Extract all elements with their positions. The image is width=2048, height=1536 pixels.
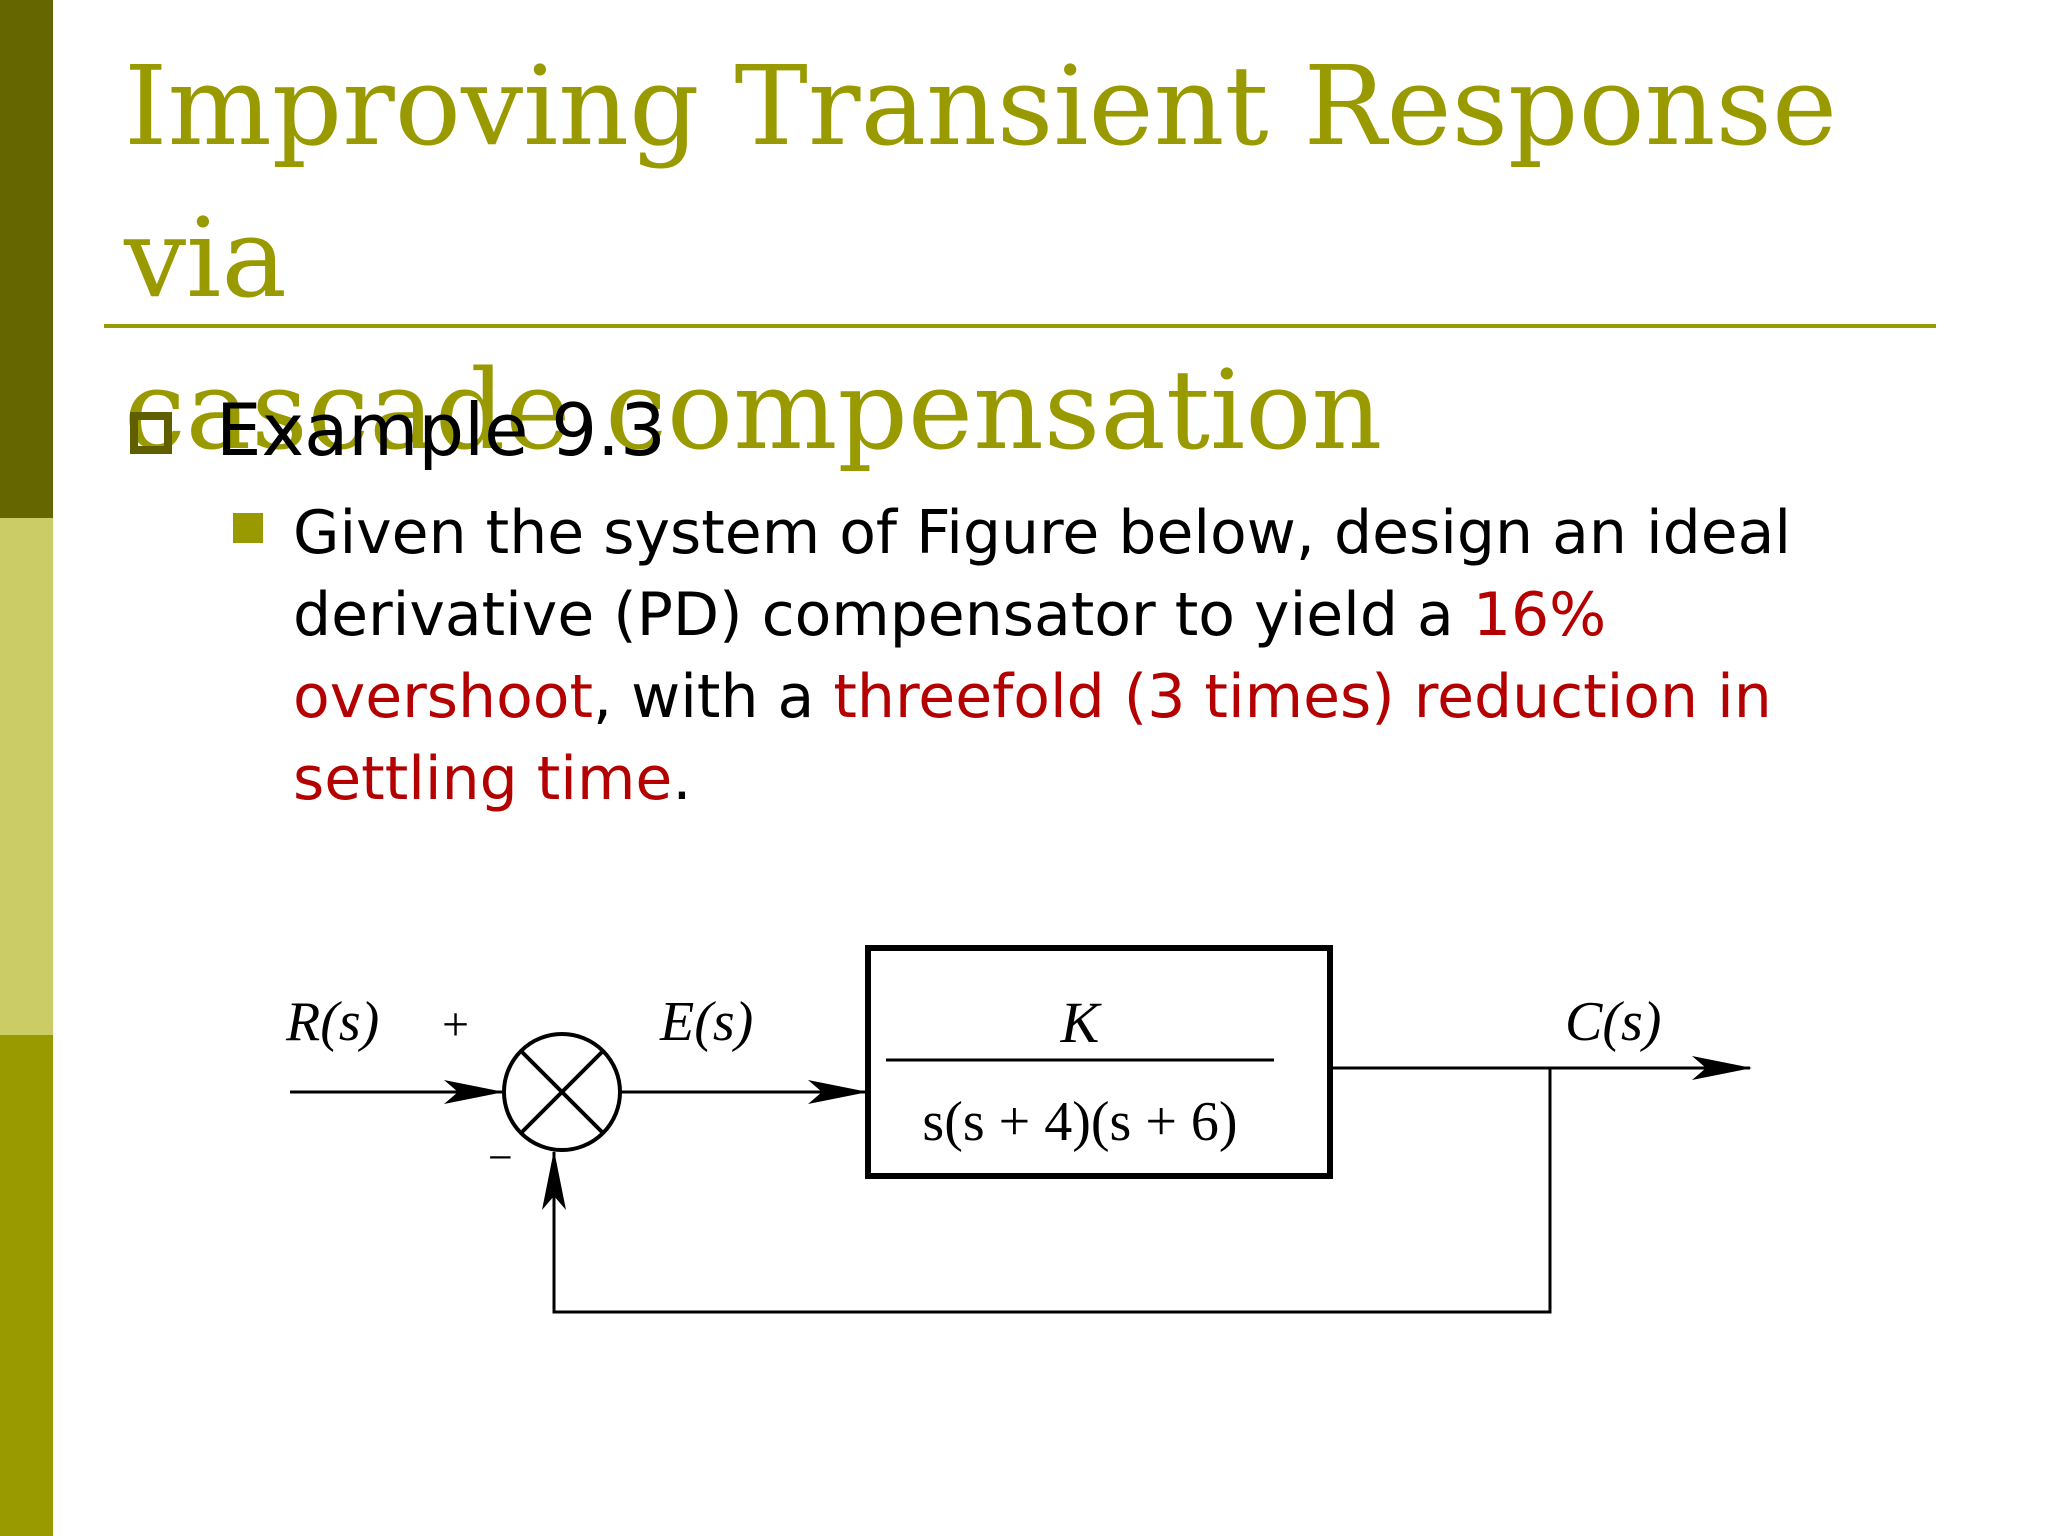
- output-label: C(s): [1565, 991, 1661, 1053]
- summing-junction-icon: [502, 1032, 622, 1152]
- statement-text-1: Given the system of Figure below, design…: [293, 498, 1792, 650]
- settling-time-highlight: threefold (3 times) reduction in settlin…: [293, 662, 1772, 814]
- error-label: E(s): [659, 991, 753, 1053]
- transfer-function-numerator: K: [1060, 990, 1103, 1055]
- sidebar-block-top: [0, 0, 53, 518]
- bullet-level1: Example 9.3: [130, 388, 666, 472]
- plant-block: [865, 945, 1333, 1179]
- hollow-square-bullet-icon: [130, 412, 172, 454]
- problem-statement: Given the system of Figure below, design…: [293, 492, 1933, 820]
- sidebar-block-bottom: [0, 1035, 53, 1536]
- statement-text-2: , with a: [593, 662, 834, 732]
- sidebar-block-middle: [0, 518, 53, 1035]
- slide-title-line2: cascade compensation: [124, 346, 1383, 474]
- plus-sign: +: [442, 998, 469, 1051]
- feedback-path: [542, 1068, 1552, 1314]
- example-heading: Example 9.3: [216, 388, 666, 472]
- minus-sign: −: [488, 1133, 513, 1182]
- slide-title-line1: Improving Transient Response via: [124, 42, 1838, 322]
- transfer-function-denominator: s(s + 4)(s + 6): [922, 1091, 1237, 1153]
- block-diagram: K s(s + 4)(s + 6) R(s) + − E(s) C(s): [285, 945, 1752, 1314]
- sidebar-decoration: [0, 0, 53, 1536]
- input-label: R(s): [285, 991, 379, 1053]
- filled-square-bullet-icon: [233, 513, 263, 543]
- slide-title: Improving Transient Response via cascade…: [124, 30, 1924, 486]
- statement-text-3: .: [672, 744, 692, 814]
- title-underline: [104, 324, 1936, 328]
- overshoot-highlight: 16% overshoot: [293, 580, 1607, 732]
